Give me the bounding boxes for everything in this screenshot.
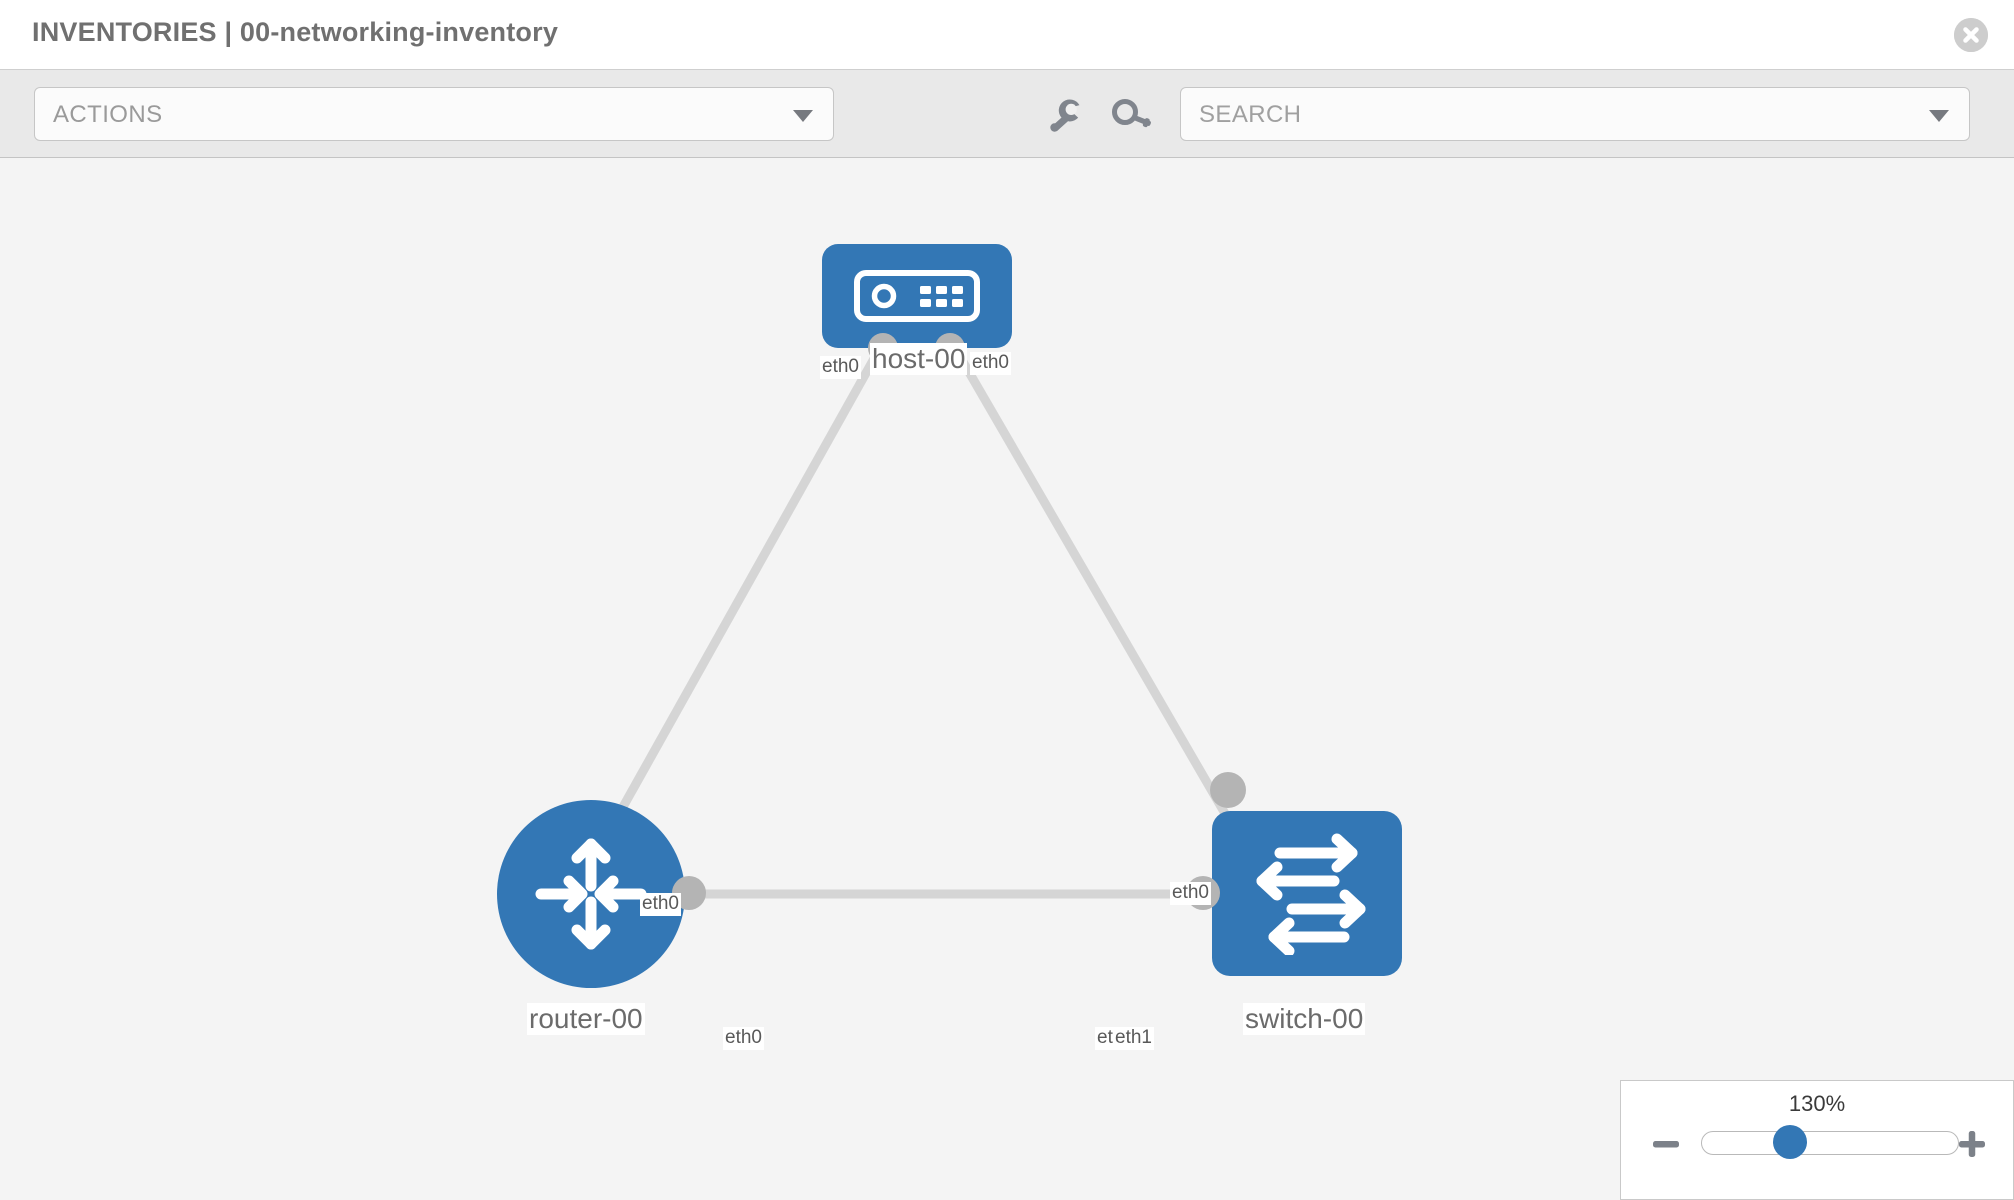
zoom-level-label: 130% [1788,1091,1846,1116]
topology-links [596,345,1249,899]
actions-dropdown-label: ACTIONS [53,101,163,128]
search-input[interactable]: SEARCH [1180,87,1970,141]
switch-icon [1256,833,1366,955]
topology-canvas[interactable]: host-00 eth0 eth0 [0,158,2014,1200]
port-label-host-left: eth0 [820,356,861,379]
key-icon[interactable] [1110,96,1154,136]
page-title: INVENTORIES | 00-networking-inventory [32,17,559,47]
search-placeholder: SEARCH [1199,101,1302,128]
port-handle-switch-up[interactable] [1210,772,1246,808]
close-icon[interactable] [1954,18,1988,52]
node-label-router-00: router-00 [527,1003,645,1036]
node-router-00[interactable] [497,800,685,988]
node-label-switch-00: switch-00 [1243,1003,1366,1036]
node-label-host-00: host-00 [870,343,968,376]
host-node-shape[interactable] [822,244,1012,348]
wrench-icon[interactable] [1044,96,1088,136]
page-header: INVENTORIES | 00-networking-inventory [0,0,2014,70]
switch-node-shape[interactable] [1212,811,1402,976]
chevron-down-icon [793,110,813,122]
zoom-in-button[interactable] [1957,1129,1987,1159]
zoom-control-panel: 130% [1620,1080,2014,1200]
zoom-out-button[interactable] [1651,1129,1681,1159]
node-host-00[interactable] [822,244,1012,348]
router-icon [535,838,647,950]
chevron-down-icon[interactable] [1929,110,1949,122]
toolbar: ACTIONS SEARCH [0,70,2014,158]
node-switch-00[interactable] [1212,811,1402,976]
port-label-router-right: eth0 [723,1027,764,1050]
zoom-slider-thumb[interactable] [1773,1125,1807,1159]
port-label-switch-left: eth1 [1113,1027,1154,1050]
actions-dropdown[interactable]: ACTIONS [34,87,834,141]
link-host-router [596,345,884,851]
host-icon [854,270,980,322]
zoom-slider-track[interactable] [1701,1131,1959,1155]
link-host-switch [951,345,1249,851]
port-label-switch-up: eth0 [1170,882,1211,905]
port-label-router-up: eth0 [640,893,681,916]
port-label-host-right: eth0 [970,352,1011,375]
